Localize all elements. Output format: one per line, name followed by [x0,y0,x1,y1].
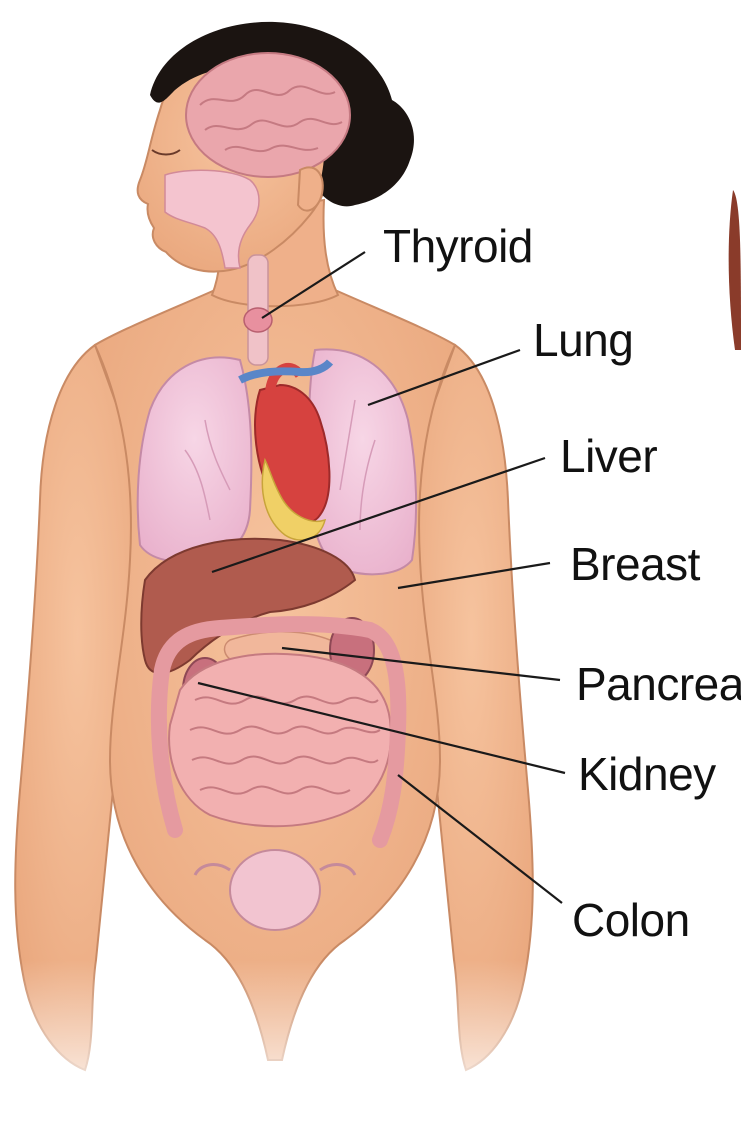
body-silhouette [0,22,560,1126]
brain [186,53,350,177]
small-intestine [169,654,391,826]
uterus [230,850,320,930]
partial-figure-edge [729,190,741,350]
breast-label: Breast [570,538,701,590]
thyroid-gland [244,308,272,332]
liver-label: Liver [560,430,657,482]
pancreas-label: Pancreas [576,658,741,710]
kidney-label: Kidney [578,748,716,800]
thyroid-label: Thyroid [383,220,533,272]
colon-label: Colon [572,894,690,946]
lung-label: Lung [533,314,633,366]
